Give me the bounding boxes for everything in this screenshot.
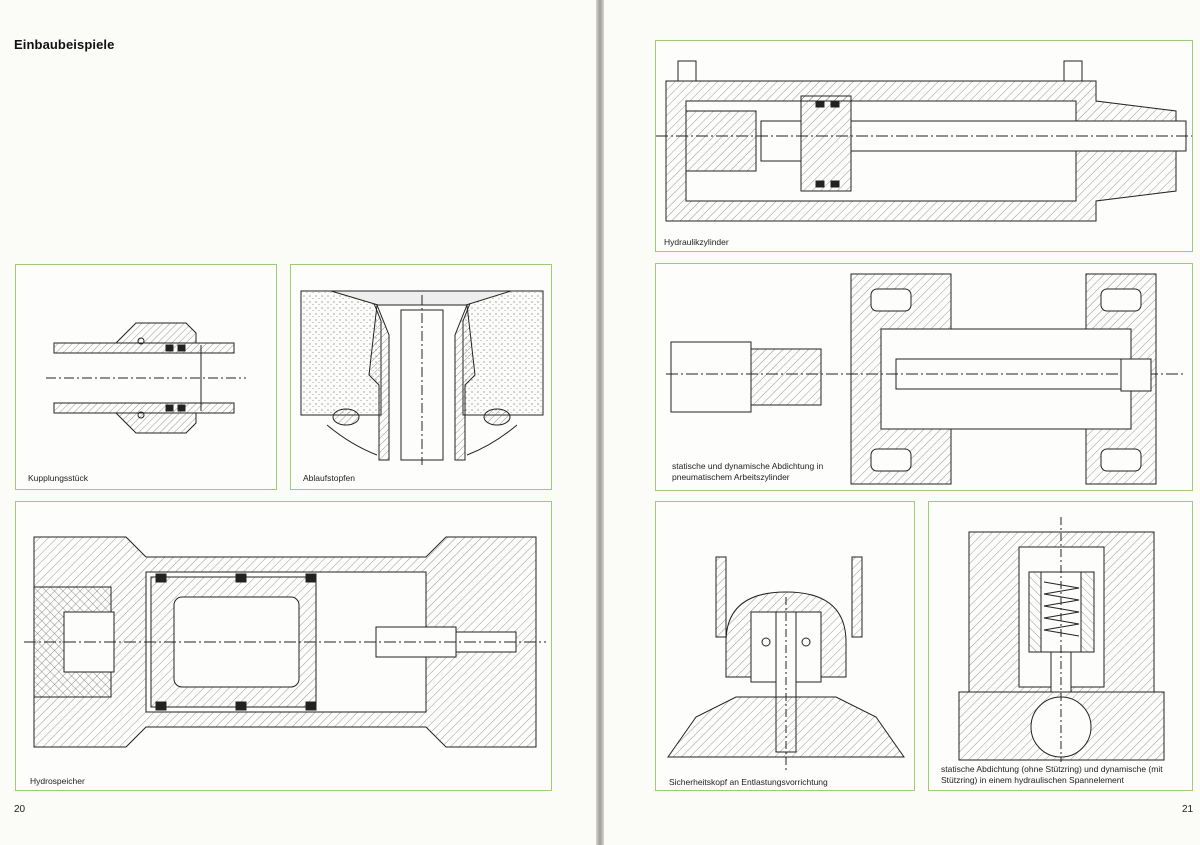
figure-caption: statische und dynamische Abdichtung in p…	[672, 461, 824, 482]
figure-ablaufstopfen: Ablaufstopfen	[290, 264, 552, 490]
book-gutter	[596, 0, 604, 845]
coupling-drawing	[46, 322, 246, 434]
figure-caption: Hydrospeicher	[30, 776, 85, 786]
figure-caption: Kupplungsstück	[28, 473, 89, 483]
accumulator-drawing	[24, 536, 546, 748]
figure-sicherheitskopf: Sicherheitskopf an Entlastungsvorrichtun…	[655, 501, 915, 791]
hydraulic-cylinder-drawing	[656, 60, 1192, 222]
left-page: Einbaubeispiele	[0, 0, 596, 845]
page-number: 20	[14, 804, 26, 815]
right-page: Hydraulikzylinder	[604, 0, 1200, 845]
figure-caption: statische Abdichtung (ohne Stützring) un…	[941, 764, 1163, 785]
figure-hydrospeicher: Hydrospeicher	[15, 501, 552, 791]
figure-caption: Sicherheitskopf an Entlastungsvorrichtun…	[669, 777, 828, 787]
figure-caption: Ablaufstopfen	[303, 473, 355, 483]
page-heading: Einbaubeispiele	[14, 37, 115, 52]
figure-caption: Hydraulikzylinder	[664, 237, 729, 247]
pneumatic-cylinder-drawing	[666, 273, 1186, 485]
figure-pneumatikzylinder: statische und dynamische Abdichtung in p…	[655, 263, 1193, 491]
figure-spannelement: statische Abdichtung (ohne Stützring) un…	[928, 501, 1193, 791]
clamping-element-drawing	[958, 517, 1165, 762]
figure-kupplungsstueck: Kupplungsstück	[15, 264, 277, 490]
page-number: 21	[1182, 804, 1194, 815]
safety-head-drawing	[667, 556, 905, 772]
figure-hydraulikzylinder: Hydraulikzylinder	[655, 40, 1193, 252]
drain-plug-drawing	[300, 290, 544, 465]
